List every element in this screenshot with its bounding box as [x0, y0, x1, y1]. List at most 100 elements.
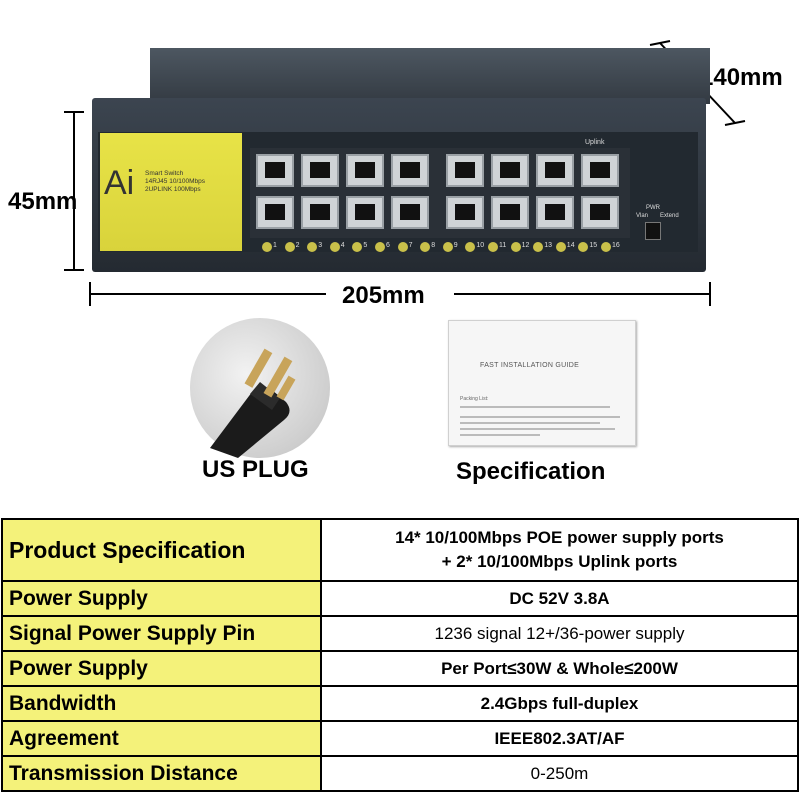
port-number: 9	[453, 242, 458, 249]
spec-key: Bandwidth	[1, 685, 322, 722]
depth-label: 140mm	[700, 64, 783, 91]
guide-text-line	[460, 422, 600, 424]
rj45-port	[346, 154, 384, 187]
spec-value: DC 52V 3.8A	[320, 580, 799, 617]
port-number: 1	[273, 242, 277, 249]
spec-value: IEEE802.3AT/AF	[320, 720, 799, 757]
port-number: 6	[386, 242, 390, 249]
port-led	[397, 242, 408, 252]
switch-label-panel	[100, 133, 242, 251]
rj45-port	[491, 154, 529, 187]
rj45-port	[346, 196, 384, 229]
spec-value-line: Per Port≤30W & Whole≤200W	[441, 658, 678, 678]
port-number: 14	[566, 242, 575, 249]
port-number: 10	[476, 242, 485, 249]
port-block	[250, 148, 630, 238]
port-number: 12	[521, 242, 530, 249]
height-label: 45mm	[8, 188, 78, 215]
guide-text-line	[460, 428, 615, 430]
switch-top-cover	[150, 48, 710, 104]
spec-key: Agreement	[1, 720, 322, 757]
rj45-port	[536, 196, 574, 229]
port-number: 3	[318, 242, 323, 249]
rj45-port	[256, 154, 294, 187]
port-led	[533, 242, 544, 252]
port-led	[375, 242, 385, 252]
guide-title: FAST INSTALLATION GUIDE	[480, 362, 580, 369]
port-led	[555, 242, 566, 252]
port-led	[262, 242, 272, 252]
spec-row: Signal Power Supply Pin 1236 signal 12+/3…	[1, 615, 799, 652]
port-led	[578, 242, 589, 252]
rj45-port	[301, 196, 339, 229]
height-dimension-line	[64, 111, 84, 271]
rj45-port	[581, 196, 619, 229]
spec-key: Power Supply	[1, 650, 322, 687]
rj45-port	[536, 154, 574, 187]
uplink-label: Uplink	[585, 139, 605, 146]
spec-value: Per Port≤30W & Whole≤200W	[320, 650, 799, 687]
port-led	[510, 242, 521, 252]
width-dimension-line	[89, 282, 711, 306]
port-number: 7	[408, 242, 413, 249]
spec-key: Transmission Distance	[1, 755, 322, 792]
port-led	[307, 242, 318, 252]
spec-value-line: 2.4Gbps full-duplex	[480, 693, 639, 713]
port-led	[442, 242, 453, 252]
vlan-extend-switch[interactable]	[645, 222, 661, 240]
rj45-port	[491, 196, 529, 229]
port-led	[601, 242, 611, 252]
spec-key: Power Supply	[1, 580, 322, 617]
plug-icon	[210, 348, 296, 458]
spec-value: 0-250m	[320, 755, 799, 792]
guide-text-line	[460, 416, 620, 418]
port-number: 5	[363, 242, 368, 249]
guide-text-line	[460, 434, 540, 436]
port-led	[284, 242, 295, 252]
port-number: 15	[589, 242, 598, 249]
guide-packing: Packing List:	[460, 396, 489, 402]
rj45-port	[391, 154, 429, 187]
rj45-port	[301, 154, 339, 187]
brand-logo: Ai	[104, 164, 135, 202]
spec-value-line: 14* 10/100Mbps POE power supply ports	[395, 528, 724, 547]
spec-value-line: IEEE802.3AT/AF	[494, 728, 625, 748]
us-plug-caption: US PLUG	[202, 456, 309, 483]
port-led	[329, 242, 340, 252]
spec-key: Signal Power Supply Pin	[1, 615, 322, 652]
spec-key: Product Specification	[1, 518, 322, 582]
port-number: 2	[295, 242, 300, 249]
rj45-port	[391, 196, 429, 229]
rj45-port	[581, 154, 619, 187]
spec-value: 14* 10/100Mbps POE power supply ports + 2…	[320, 518, 799, 582]
port-led	[352, 242, 363, 252]
port-number: 13	[544, 242, 552, 249]
spec-value-line: 0-250m	[530, 763, 589, 783]
spec-row: Power Supply Per Port≤30W & Whole≤200W	[1, 650, 799, 687]
port-led	[420, 242, 431, 252]
spec-value: 1236 signal 12+/36-power supply	[320, 615, 799, 652]
port-number: 4	[340, 242, 345, 249]
spec-value-line: DC 52V 3.8A	[509, 588, 610, 608]
spec-value-line: + 2* 10/100Mbps Uplink ports	[441, 552, 678, 571]
spec-row: Transmission Distance 0-250m	[1, 755, 799, 792]
guide-text-line	[460, 406, 610, 408]
port-number: 16	[612, 242, 620, 249]
spec-row: Bandwidth 2.4Gbps full-duplex	[1, 685, 799, 722]
spec-value: 2.4Gbps full-duplex	[320, 685, 799, 722]
spec-value-line: 1236 signal 12+/36-power supply	[434, 623, 685, 643]
port-led	[465, 242, 476, 252]
rj45-port	[256, 196, 294, 229]
port-led	[488, 242, 498, 252]
port-number: 11	[499, 242, 507, 249]
installation-guide-image	[448, 320, 636, 446]
us-plug-image	[190, 318, 330, 458]
width-label: 205mm	[342, 282, 425, 309]
specification-caption: Specification	[456, 458, 606, 485]
spec-row: Agreement IEEE802.3AT/AF	[1, 720, 799, 757]
rj45-port	[446, 196, 484, 229]
